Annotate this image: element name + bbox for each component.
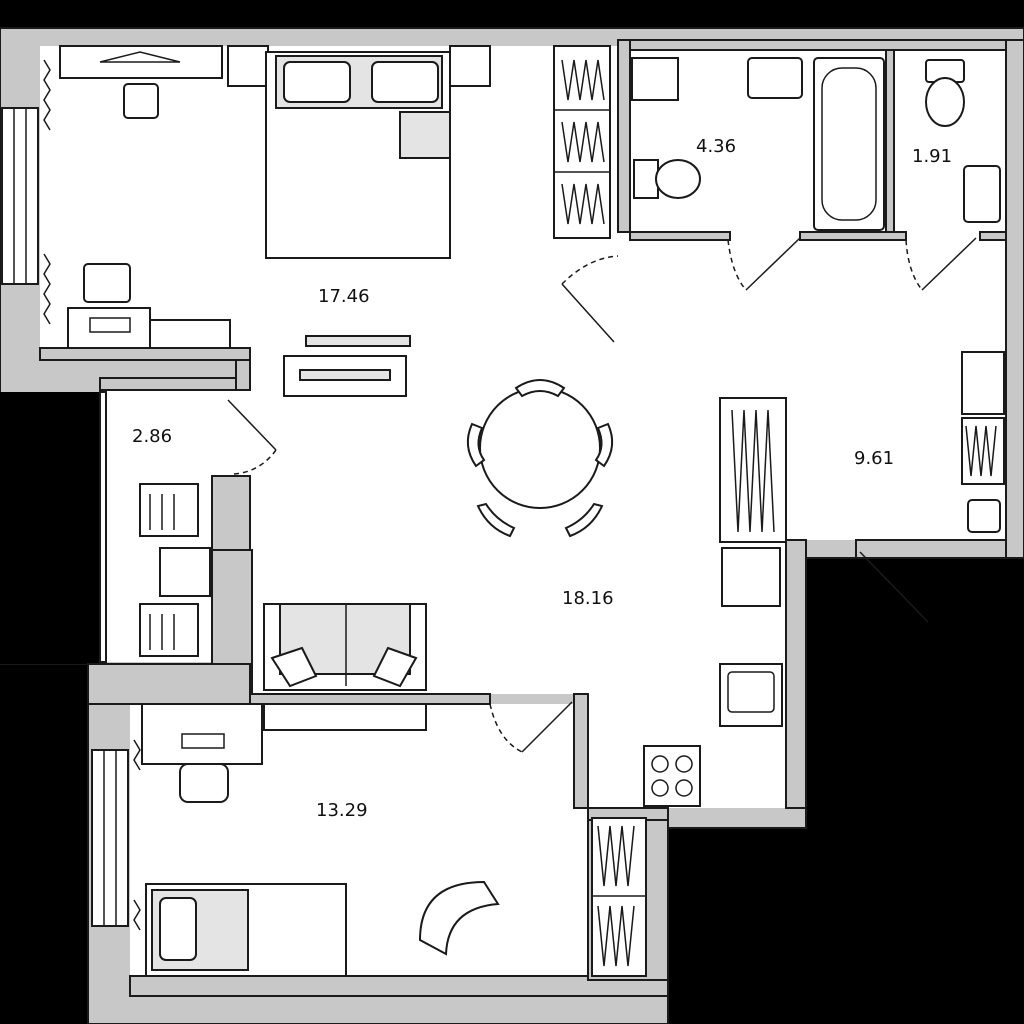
- safe-icon: [123, 83, 159, 119]
- area-label-bedroom-small: 13.29: [316, 800, 368, 821]
- small-sink: [963, 165, 1001, 223]
- area-label-balcony: 2.86: [132, 426, 172, 447]
- windows: [1, 107, 129, 927]
- area-labels: 17.46 4.36 1.91 2.86 9.61 18.16 13.29: [132, 136, 952, 821]
- lounge-chair-2: [139, 603, 199, 657]
- washing-machine: [631, 57, 679, 101]
- pot-icon: [83, 263, 131, 303]
- wardrobes: [553, 45, 1005, 977]
- stove: [643, 745, 701, 807]
- area-label-bedroom-large: 17.46: [318, 286, 370, 307]
- dining-table: [479, 387, 601, 509]
- sink: [747, 57, 803, 99]
- lounge-chair-1: [139, 483, 199, 537]
- bookshelf-2: [263, 703, 427, 731]
- side-table: [159, 547, 211, 597]
- bookshelf: [149, 319, 231, 349]
- balcony-furniture: [139, 483, 211, 657]
- kitchen-sink: [719, 663, 783, 727]
- area-label-toilet: 1.91: [912, 146, 952, 167]
- bathtub: [813, 57, 885, 231]
- area-label-living-kitchen: 18.16: [562, 588, 614, 609]
- doors: [227, 237, 977, 753]
- toilet-tank: [633, 159, 659, 199]
- area-label-hallway: 9.61: [854, 448, 894, 469]
- cooktop-small: [721, 547, 781, 607]
- interior-walls: [39, 39, 1024, 997]
- living-kitchen-furniture: [263, 355, 783, 807]
- area-label-bathroom: 4.36: [696, 136, 736, 157]
- desk-chair: [179, 763, 229, 803]
- safe-icon-2: [967, 499, 1001, 533]
- desk-2: [141, 703, 263, 765]
- desk: [67, 307, 151, 349]
- bedroom-small-furniture: [133, 703, 500, 977]
- bedroom-large-furniture: [43, 45, 491, 349]
- hallway-items: [961, 351, 1005, 533]
- toilet-fixtures: [925, 59, 1001, 223]
- bathroom-fixtures: [631, 57, 885, 231]
- armchair: [418, 880, 500, 956]
